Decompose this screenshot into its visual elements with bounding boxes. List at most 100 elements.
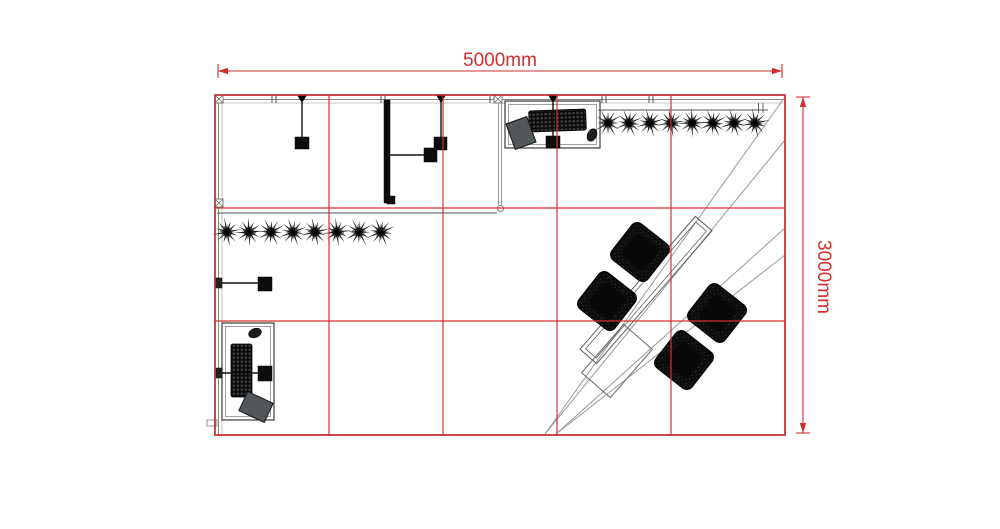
plant-icon: [600, 115, 616, 131]
plant-speckle: [310, 234, 312, 236]
chair: [610, 222, 670, 282]
chair-cushion: [588, 282, 626, 320]
mouse: [248, 327, 262, 339]
plant-icon: [641, 114, 659, 132]
light-mount-icon: [548, 95, 558, 103]
plant-icon: [725, 114, 743, 132]
plant-speckle: [646, 117, 648, 119]
plant-icon: [328, 223, 346, 241]
plant-speckle: [685, 121, 687, 123]
plant-speckle: [381, 236, 383, 238]
plant-icon: [372, 223, 390, 241]
light-fixture: [215, 365, 273, 382]
chair: [577, 271, 637, 331]
plant-speckle: [354, 234, 356, 236]
plant-speckle: [755, 127, 757, 129]
plant-speckle: [339, 229, 341, 231]
plant-speckle: [645, 125, 647, 127]
plant-speckle: [729, 125, 731, 127]
light-box-icon: [257, 365, 273, 382]
plant-speckle: [760, 123, 762, 125]
light-box-icon: [257, 276, 273, 292]
table-outline: [579, 215, 713, 365]
plant-speckle: [718, 123, 720, 125]
plant-speckle: [673, 120, 675, 122]
height-dimension-label: 3000mm: [813, 240, 834, 314]
chair-cushion: [621, 233, 659, 271]
panel-joint-marker: [214, 94, 224, 104]
panel-joint-x: [493, 94, 503, 104]
plant-speckle: [254, 232, 256, 234]
truss-line: [544, 139, 786, 435]
panel-joint-marker: [493, 94, 503, 104]
plant-speckle: [601, 121, 603, 123]
plant-speckle: [293, 236, 295, 238]
tablet: [238, 390, 274, 424]
plant-speckle: [730, 117, 732, 119]
plant-speckle: [643, 121, 645, 123]
plant-icon: [684, 115, 700, 131]
plant-icon: [705, 115, 721, 131]
graphic-panel: [383, 99, 391, 204]
tablet-body: [238, 390, 274, 424]
chair-cushion: [665, 341, 703, 379]
plant-row: [212, 212, 497, 247]
plant-speckle: [249, 236, 251, 238]
keyboard: [230, 343, 253, 398]
light-box-icon: [423, 147, 438, 163]
plant-speckle: [603, 125, 605, 127]
plant-speckle: [222, 234, 224, 236]
plant-speckle: [386, 232, 388, 234]
plant-icon: [284, 223, 302, 241]
tablet: [505, 115, 537, 151]
plant-speckle: [223, 226, 225, 228]
plant-speckle: [295, 229, 297, 231]
plant-speckle: [676, 123, 678, 125]
light-fixture: [390, 147, 438, 163]
light-fixture: [294, 95, 310, 150]
plant-speckle: [352, 230, 354, 232]
panel-joint-x: [214, 198, 224, 208]
plant-speckle: [713, 127, 715, 129]
plant-speckle: [308, 230, 310, 232]
plant-speckle: [311, 226, 313, 228]
floor-platform: [580, 323, 654, 399]
light-mount-icon: [214, 277, 223, 289]
light-mount-icon: [215, 367, 223, 379]
plant-icon: [218, 223, 236, 241]
plant-speckle: [727, 121, 729, 123]
plant-row: [595, 108, 770, 138]
light-box-icon: [545, 135, 561, 149]
plant-speckle: [634, 123, 636, 125]
plant-icon: [620, 114, 638, 132]
plant-icon: [241, 224, 257, 240]
plant-speckle: [266, 234, 268, 236]
panel-joint-marker: [214, 198, 224, 208]
plant-icon: [746, 114, 764, 132]
width-dimension-label: 5000mm: [463, 50, 537, 71]
plant-speckle: [342, 232, 344, 234]
panel-joint-x: [214, 94, 224, 104]
plant-speckle: [757, 120, 759, 122]
table-inner: [585, 221, 707, 359]
plant-speckle: [267, 226, 269, 228]
plant-speckle: [687, 125, 689, 127]
light-mount-icon: [297, 95, 307, 103]
plant-speckle: [629, 127, 631, 129]
plant-icon: [306, 223, 324, 241]
light-box-icon: [294, 136, 310, 150]
plant-icon: [351, 224, 367, 240]
plan-geometry: [206, 64, 810, 436]
graphic-panel-foot: [386, 195, 396, 205]
light-fixture: [214, 276, 273, 292]
chair: [687, 283, 747, 343]
wall-end-cap: [206, 419, 218, 427]
booth-outline: [214, 94, 786, 436]
plant-speckle: [604, 117, 606, 119]
plant-speckle: [688, 117, 690, 119]
meeting-table: [579, 215, 713, 365]
tablet-body: [505, 115, 537, 151]
plant-speckle: [715, 120, 717, 122]
plant-speckle: [251, 229, 253, 231]
chair: [654, 330, 714, 390]
